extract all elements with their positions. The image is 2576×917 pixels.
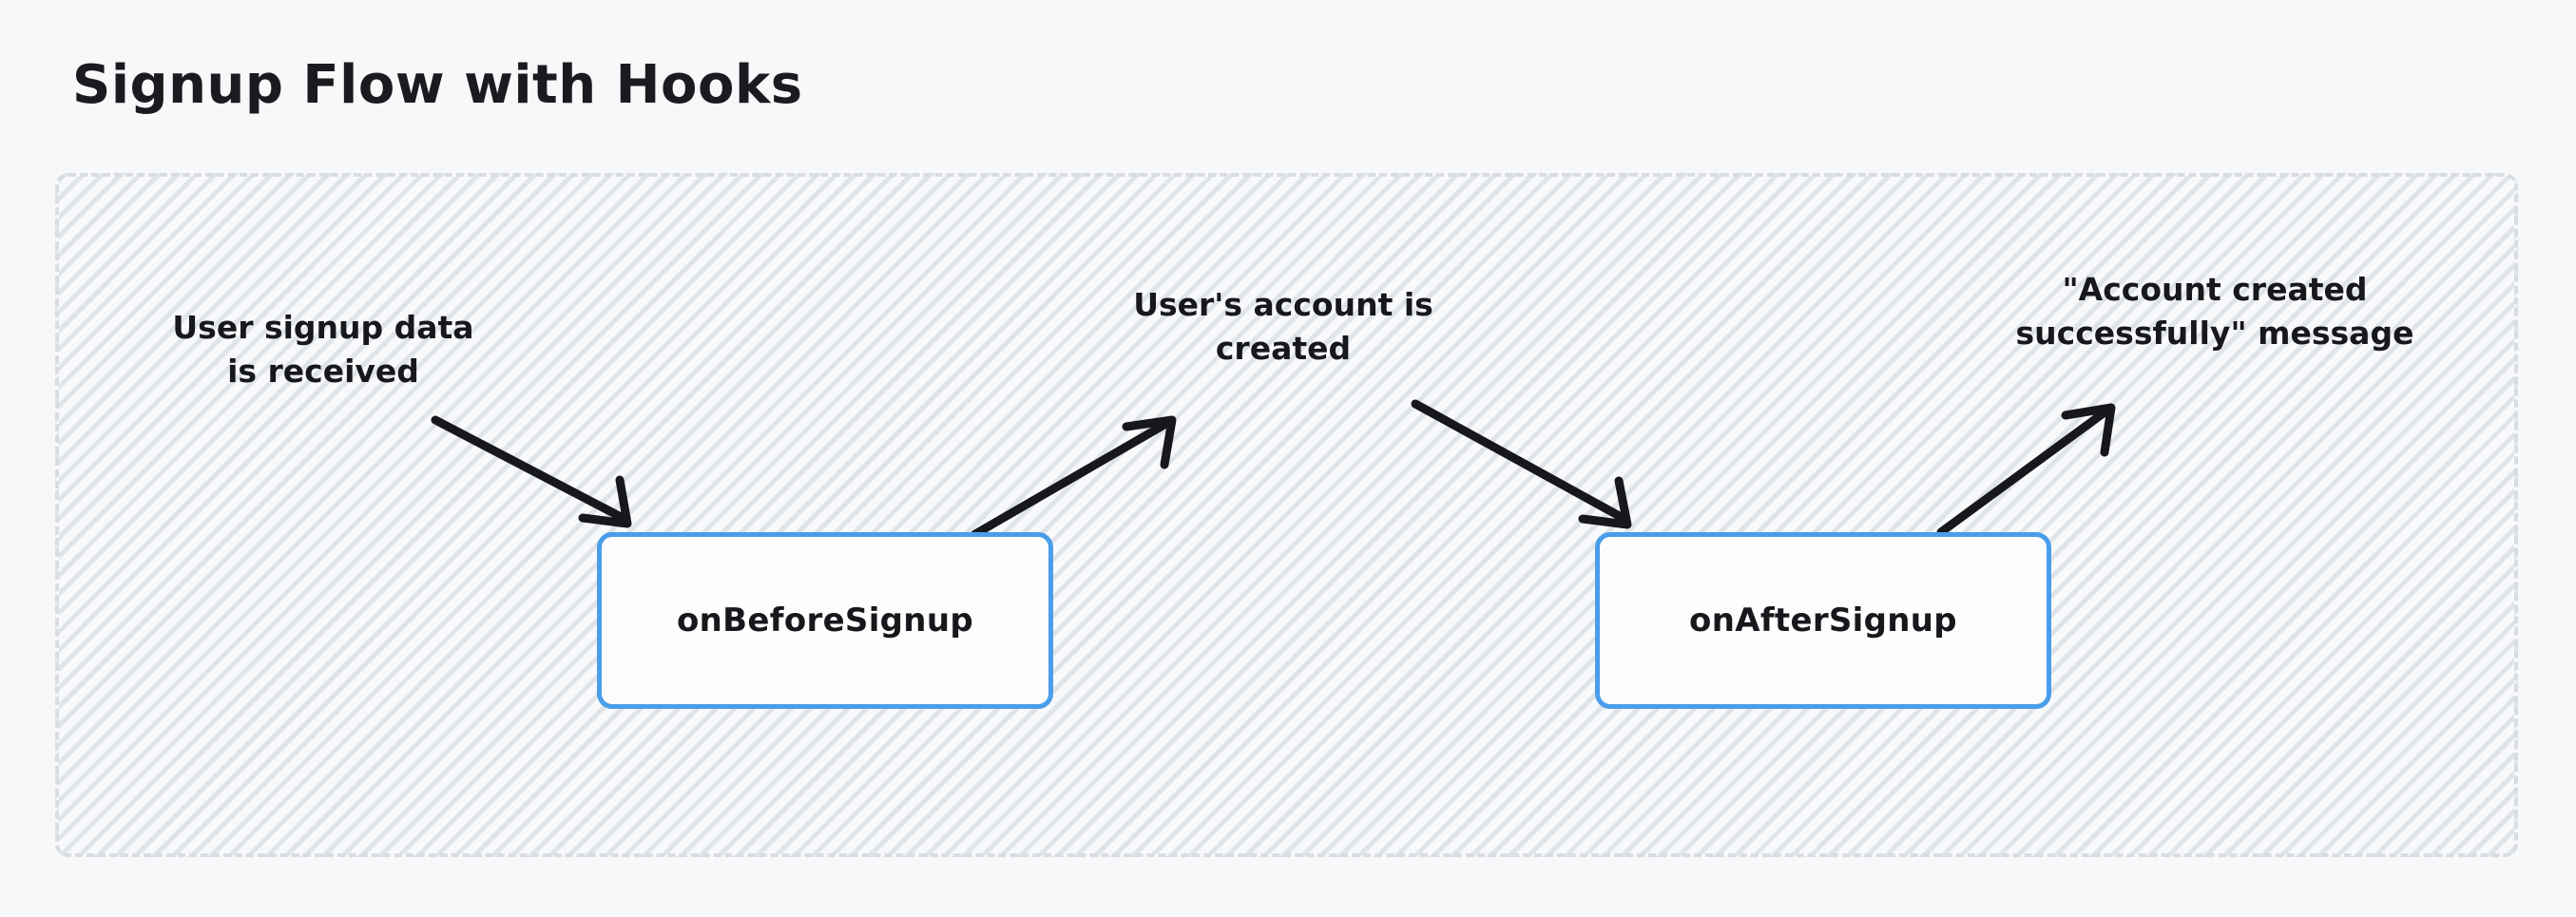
annotation-signup-data-received: User signup data is received xyxy=(172,309,474,390)
annotation-success-message: "Account created successfully" message xyxy=(2015,271,2414,352)
node-on-before-signup[interactable]: onBeforeSignup xyxy=(597,532,1053,709)
node-on-after-signup[interactable]: onAfterSignup xyxy=(1595,532,2051,709)
node-label: onBeforeSignup xyxy=(677,602,973,640)
page-title: Signup Flow with Hooks xyxy=(72,54,803,116)
annotation-account-created: User's account is created xyxy=(1133,286,1433,367)
node-label: onAfterSignup xyxy=(1689,602,1957,640)
